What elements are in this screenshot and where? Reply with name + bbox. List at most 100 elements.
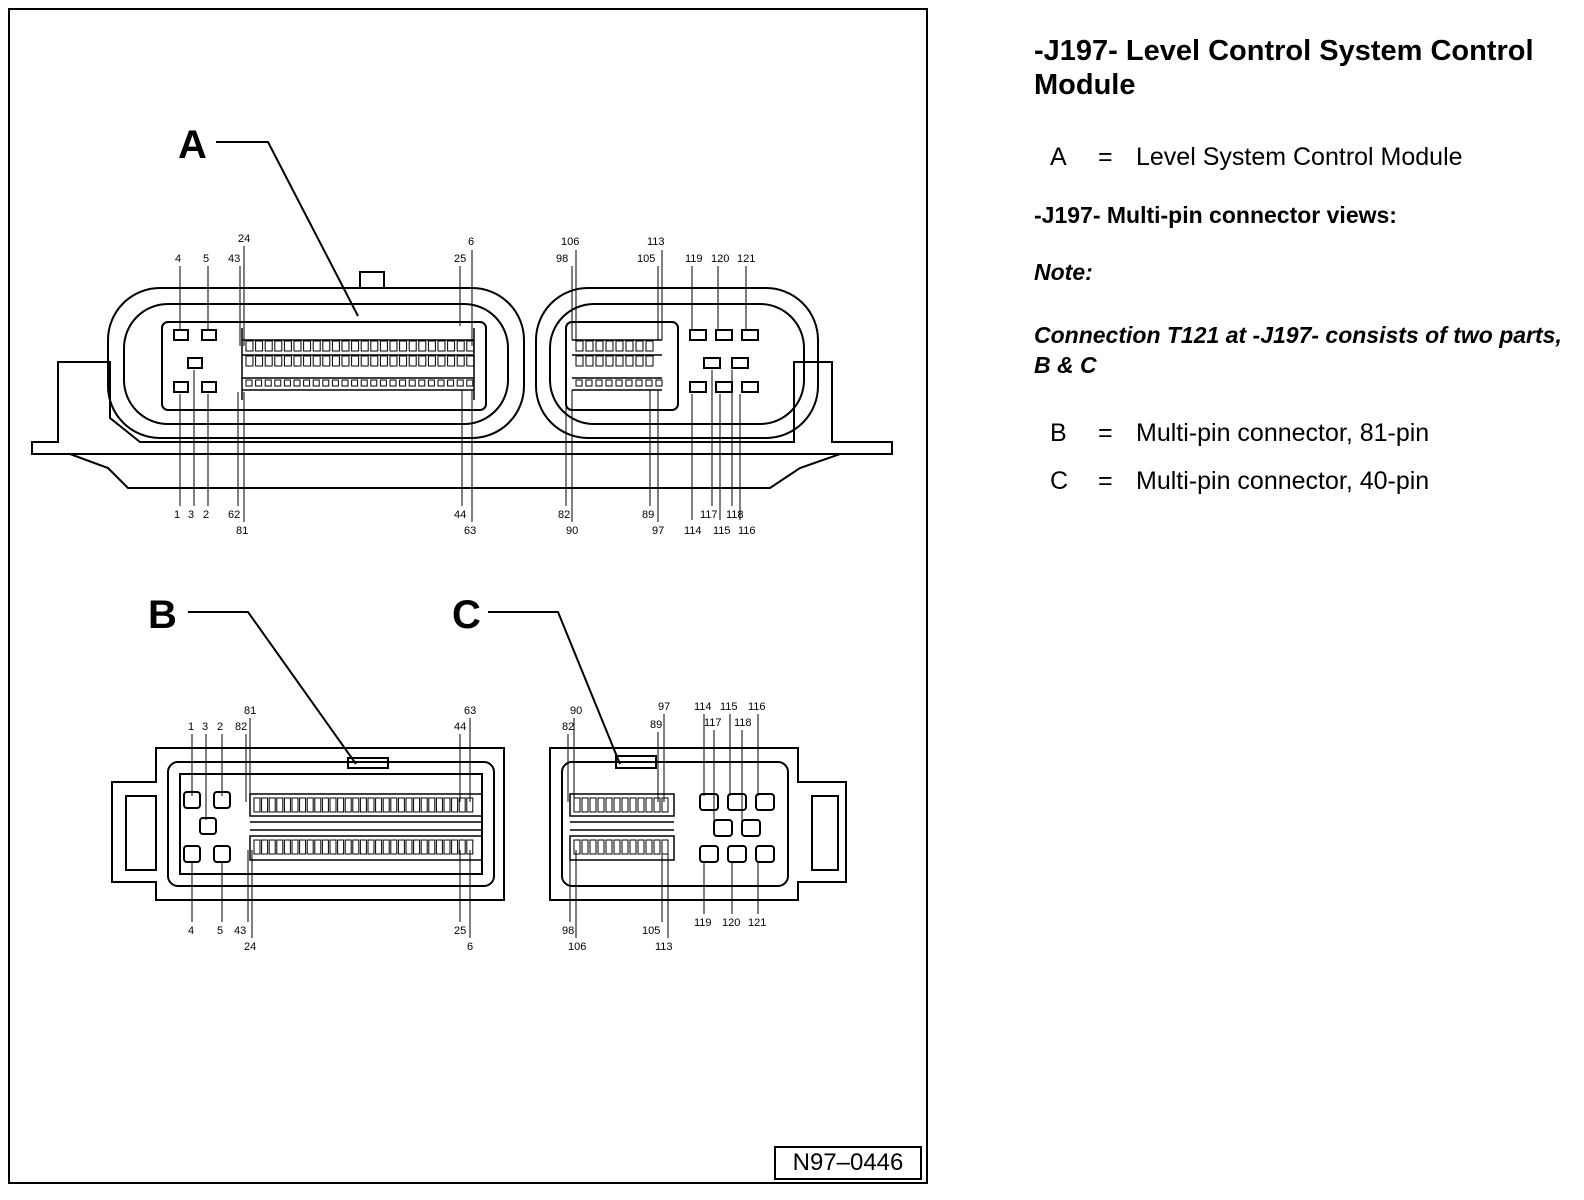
pin-cavity — [341, 379, 349, 387]
module-a-large-pins-left — [173, 329, 217, 393]
pin-cavity — [245, 355, 254, 367]
pin-cavity — [447, 379, 455, 387]
section-subheading: -J197- Multi-pin connector views: — [1034, 202, 1397, 228]
pin-label: 6 — [467, 941, 473, 953]
module-a-pin-leaders — [179, 246, 747, 522]
pin-cavity — [597, 839, 605, 855]
pin-cavity — [344, 797, 352, 813]
pin-cavity — [341, 340, 350, 352]
legend-row: B = Multi-pin connector, 81-pin — [1034, 418, 1564, 448]
pin-cavity — [264, 355, 273, 367]
page-title: -J197- Level Control System Control Modu… — [1034, 35, 1534, 101]
pin-cavity — [637, 797, 645, 813]
pin-cavity — [274, 379, 282, 387]
pin-cavity — [314, 839, 322, 855]
pin-cavity — [268, 797, 276, 813]
pin-label: 115 — [713, 525, 731, 537]
connector-c-pin-rows — [569, 793, 675, 861]
pin-cavity — [653, 797, 661, 813]
pin-cavity — [629, 797, 637, 813]
connector-b-pin-leaders — [191, 718, 471, 938]
pin-cavity — [427, 379, 435, 387]
pin-cavity — [367, 839, 375, 855]
pin-cavity — [605, 797, 613, 813]
pin-cavity — [359, 797, 367, 813]
pin-cavity — [306, 839, 314, 855]
pin-label: 117 — [700, 509, 718, 521]
pin-label: 25 — [454, 253, 466, 265]
pin-cavity — [399, 379, 407, 387]
pin-cavity — [291, 839, 299, 855]
pin-cavity — [621, 839, 629, 855]
pin-cavity — [405, 797, 413, 813]
pin-cavity — [389, 355, 398, 367]
pin-label: 120 — [722, 917, 740, 929]
pin-cavity — [573, 797, 581, 813]
pin-cavity — [331, 340, 340, 352]
legend-a: A = Level System Control Module — [1034, 142, 1564, 172]
pin-label: 114 — [684, 525, 702, 537]
connector-c-pin-labels: 90 82 97 89 114 115 116 117 118 98 106 1… — [562, 701, 766, 953]
pin-cavity — [283, 839, 291, 855]
pin-cavity — [645, 355, 654, 367]
pin-cavity — [458, 839, 466, 855]
legend-key: C — [1050, 467, 1069, 495]
pin-cavity — [255, 355, 264, 367]
pin-cavity — [405, 839, 413, 855]
pin-cavity — [274, 340, 283, 352]
pin-label: 118 — [726, 509, 744, 521]
pin-cavity — [276, 839, 284, 855]
pin-label: 2 — [217, 721, 223, 733]
pin-label: 97 — [658, 701, 670, 713]
pin-cavity — [418, 379, 426, 387]
pin-label: 43 — [228, 253, 240, 265]
pin-label: 24 — [244, 941, 256, 953]
connector-c-large-pins — [699, 793, 775, 863]
pin-label: 117 — [704, 717, 722, 729]
legend-equals: = — [1098, 143, 1113, 171]
pin-label: 89 — [642, 509, 654, 521]
pin-cavity — [645, 797, 653, 813]
pin-label: 113 — [647, 236, 665, 248]
connector-b-pin-rows — [249, 793, 483, 861]
figure-id: N97–0446 — [774, 1146, 922, 1180]
module-a-pin-rows-right — [572, 339, 662, 391]
pin-cavity — [375, 839, 383, 855]
pin-label: 2 — [203, 509, 209, 521]
module-a-right-shell — [535, 287, 819, 439]
module-a-pin-labels: 4 5 43 24 25 6 98 106 105 113 119 120 12… — [174, 233, 756, 537]
pin-cavity — [312, 355, 321, 367]
pin-cavity — [344, 839, 352, 855]
module-a-pin-grid — [245, 340, 663, 387]
pin-cavity — [303, 340, 312, 352]
pin-cavity — [637, 839, 645, 855]
pin-cavity — [597, 797, 605, 813]
callout-c-leader — [488, 611, 621, 765]
legend-text: Multi-pin connector, 81-pin — [1136, 419, 1430, 447]
pin-cavity — [293, 340, 302, 352]
pin-cavity — [306, 797, 314, 813]
pin-cavity — [575, 355, 584, 367]
pin-cavity — [585, 379, 593, 387]
pin-cavity — [303, 355, 312, 367]
pin-cavity — [322, 355, 331, 367]
note-text: Connection T121 at -J197- consists of tw… — [1034, 322, 1562, 378]
pin-cavity — [379, 355, 388, 367]
pin-cavity — [655, 379, 663, 387]
pin-label: 106 — [568, 941, 586, 953]
pin-cavity — [615, 340, 624, 352]
legend-key: A — [1050, 143, 1067, 171]
connector-c-housing — [488, 611, 847, 901]
pin-cavity — [314, 797, 322, 813]
pin-cavity — [413, 797, 421, 813]
pin-label: 4 — [175, 253, 181, 265]
pin-label: 97 — [652, 525, 664, 537]
pin-cavity — [299, 797, 307, 813]
pin-cavity — [359, 839, 367, 855]
pin-cavity — [585, 355, 594, 367]
pin-cavity — [283, 340, 292, 352]
pin-label: 119 — [685, 253, 703, 265]
pin-label: 63 — [464, 705, 476, 717]
pin-cavity — [443, 839, 451, 855]
pin-label: 82 — [558, 509, 570, 521]
